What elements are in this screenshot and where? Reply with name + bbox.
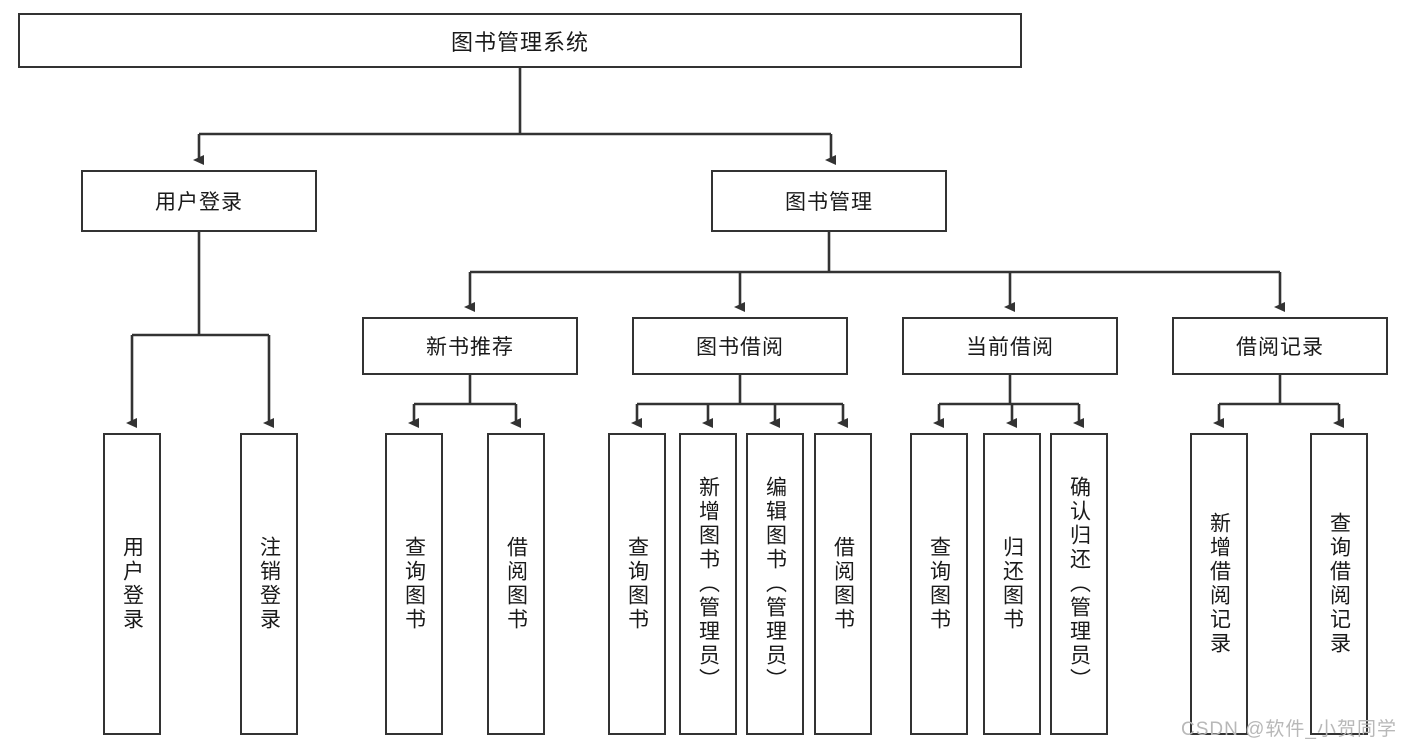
node-label: 借阅记录: [1236, 336, 1324, 359]
node-leaf-query-book-current[interactable]: 查询图书: [910, 433, 968, 735]
node-leaf-borrow-book-rec[interactable]: 借阅图书: [487, 433, 545, 735]
node-label: 借阅图书: [504, 536, 528, 632]
node-label: 确认归还（管理员）: [1067, 476, 1091, 692]
node-label: 借阅图书: [831, 536, 855, 632]
node-leaf-query-book-borrow[interactable]: 查询图书: [608, 433, 666, 735]
node-label: 图书借阅: [696, 336, 784, 359]
node-label: 用户登录: [120, 536, 144, 632]
node-leaf-add-borrow-record[interactable]: 新增借阅记录: [1190, 433, 1248, 735]
node-leaf-add-book-admin[interactable]: 新增图书（管理员）: [679, 433, 737, 735]
node-label: 新增借阅记录: [1207, 512, 1231, 656]
node-leaf-query-book-rec[interactable]: 查询图书: [385, 433, 443, 735]
node-current-borrow[interactable]: 当前借阅: [902, 317, 1118, 375]
node-book-management[interactable]: 图书管理: [711, 170, 947, 232]
node-leaf-borrow-book[interactable]: 借阅图书: [814, 433, 872, 735]
node-leaf-return-book[interactable]: 归还图书: [983, 433, 1041, 735]
node-label: 归还图书: [1000, 536, 1024, 632]
node-label: 查询图书: [927, 536, 951, 632]
node-leaf-user-login[interactable]: 用户登录: [103, 433, 161, 735]
node-label: 新书推荐: [426, 336, 514, 359]
node-label: 用户登录: [155, 191, 243, 214]
node-new-book-recommend[interactable]: 新书推荐: [362, 317, 578, 375]
node-user-login[interactable]: 用户登录: [81, 170, 317, 232]
node-label: 图书管理: [785, 191, 873, 214]
node-label: 查询图书: [402, 536, 426, 632]
node-label: 当前借阅: [966, 336, 1054, 359]
node-root-system[interactable]: 图书管理系统: [18, 13, 1022, 68]
node-leaf-edit-book-admin[interactable]: 编辑图书（管理员）: [746, 433, 804, 735]
watermark-text: CSDN @软件_小贺同学: [1181, 719, 1397, 740]
node-book-borrow[interactable]: 图书借阅: [632, 317, 848, 375]
node-leaf-query-borrow-record[interactable]: 查询借阅记录: [1310, 433, 1368, 735]
node-label: 编辑图书（管理员）: [763, 476, 787, 692]
node-label: 查询借阅记录: [1327, 512, 1351, 656]
node-leaf-confirm-return-admin[interactable]: 确认归还（管理员）: [1050, 433, 1108, 735]
node-label: 图书管理系统: [450, 29, 589, 55]
node-label: 新增图书（管理员）: [696, 476, 720, 692]
node-label: 注销登录: [257, 536, 281, 632]
node-label: 查询图书: [625, 536, 649, 632]
node-borrow-record[interactable]: 借阅记录: [1172, 317, 1388, 375]
node-leaf-logout[interactable]: 注销登录: [240, 433, 298, 735]
